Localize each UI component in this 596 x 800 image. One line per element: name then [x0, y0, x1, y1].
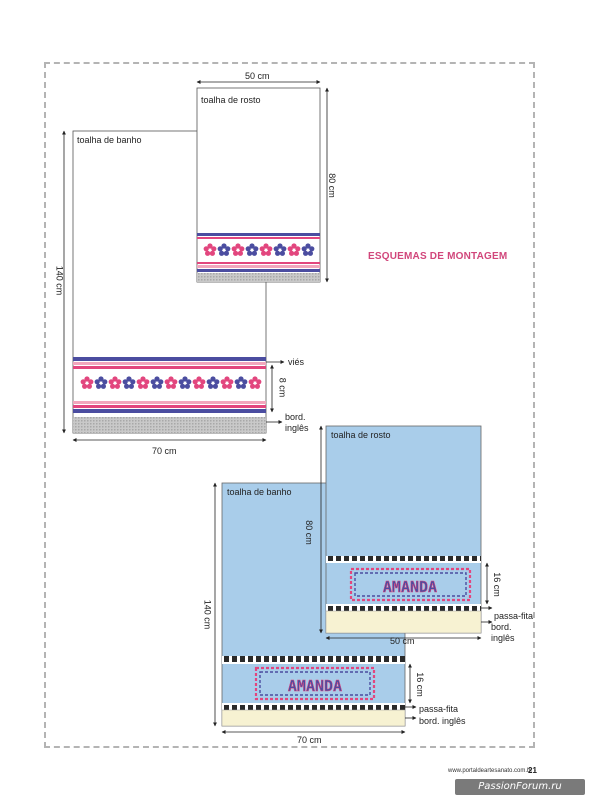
dim-8cm-top-label: 8 cm — [277, 377, 288, 398]
face-towel-label-top: toalha de rosto — [201, 95, 261, 105]
bottom-face-towel — [325, 425, 482, 634]
name-frame-face — [349, 567, 472, 602]
dim-140cm-bottom-label: 140 cm — [202, 599, 213, 630]
vies-stripe — [73, 357, 266, 361]
english-lace-small — [197, 273, 320, 282]
dim-50cm-top-label: 50 cm — [245, 71, 270, 81]
vies-label: viés — [288, 357, 305, 367]
lace-label-top-1: bord. — [285, 412, 306, 422]
dim-50cm-bottom-label: 50 cm — [390, 636, 415, 646]
dashed-frame — [44, 62, 535, 748]
dim-70cm-bottom-label: 70 cm — [297, 735, 322, 745]
watermark: PassionForum.ru — [455, 779, 585, 795]
lace-label-face-2: inglês — [491, 633, 515, 643]
lace-label-top-2: inglês — [285, 423, 309, 433]
name-embroidery-bath: AMANDA — [288, 677, 342, 695]
footer-url: www.portaldeartesanato.com.br - — [448, 768, 537, 774]
dim-80cm-bottom-label: 80 cm — [303, 520, 314, 545]
bath-towel-label-bottom: toalha de banho — [227, 487, 292, 497]
dim-140cm-top-label: 140 cm — [54, 265, 65, 296]
dim-80cm-top-label: 80 cm — [326, 173, 337, 198]
english-lace — [73, 417, 266, 433]
page-number: 21 — [528, 766, 537, 775]
lace-label-bath: bord. inglês — [419, 716, 466, 726]
diagram-title: ESQUEMAS DE MONTAGEM — [368, 251, 508, 262]
dim-16cm-bath-label: 16 cm — [414, 672, 425, 697]
ribbon-label-face: passa-fita — [494, 611, 534, 621]
lace-label-face-1: bord. — [491, 622, 512, 632]
dim-16cm-face-label: 16 cm — [491, 572, 502, 597]
ribbon-label-bath: passa-fita — [419, 704, 459, 714]
dim-70cm-top-label: 70 cm — [152, 446, 177, 456]
name-embroidery-face: AMANDA — [383, 578, 437, 596]
face-towel-label-bottom: toalha de rosto — [331, 430, 391, 440]
top-face-towel — [196, 87, 321, 283]
name-frame-bath — [254, 666, 376, 701]
bath-towel-label-top: toalha de banho — [77, 135, 142, 145]
